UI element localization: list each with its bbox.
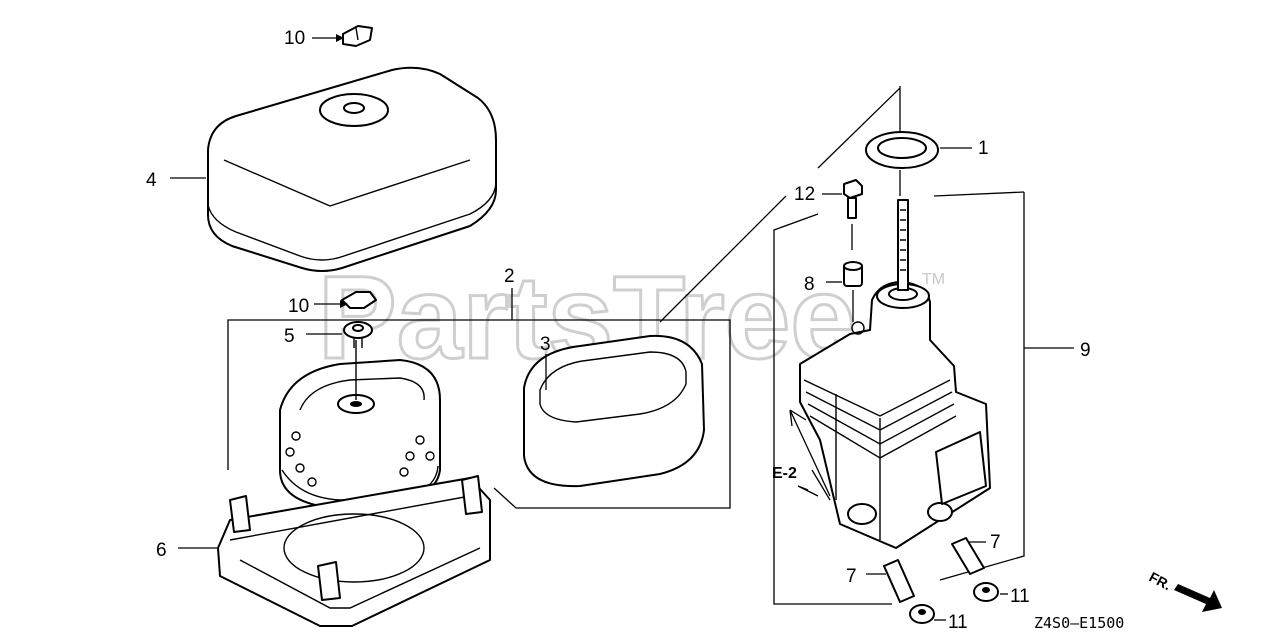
direction-label: FR.	[1147, 569, 1174, 594]
wing-nut-part	[343, 321, 373, 348]
air-cleaner-case	[217, 475, 491, 627]
callout-3: 3	[540, 334, 551, 355]
collar-part	[843, 261, 863, 322]
clip-part-middle	[341, 291, 377, 309]
callout-12: 12	[794, 184, 815, 205]
callout-2: 2	[504, 266, 515, 287]
bolt-part	[843, 179, 863, 250]
pipe-part-lower	[883, 559, 915, 603]
clamp-part-lower	[909, 604, 935, 624]
watermark-trademark: TM	[922, 271, 945, 288]
reference-label: E-2	[772, 465, 797, 482]
element-bracket-2	[227, 319, 731, 509]
callout-4: 4	[146, 170, 157, 191]
clamp-part-right	[973, 582, 999, 602]
clip-part-top	[342, 25, 373, 47]
callout-10-top: 10	[284, 28, 305, 49]
callout-9: 9	[1080, 340, 1091, 361]
direction-arrow-icon	[1174, 584, 1222, 612]
callout-7-lower: 7	[846, 566, 857, 587]
air-filter-element	[279, 340, 441, 507]
foam-element	[523, 334, 705, 488]
callout-5: 5	[284, 326, 295, 347]
diagram-code: Z4S0—E1500	[1034, 614, 1124, 632]
callout-11-lower: 11	[948, 612, 968, 633]
callout-10-middle: 10	[288, 296, 309, 317]
pipe-part-right	[951, 537, 985, 575]
air-cleaner-cover	[207, 66, 497, 272]
callout-11-right: 11	[1010, 586, 1030, 607]
gasket-ring	[865, 86, 939, 196]
callout-7-right: 7	[990, 532, 1001, 553]
callout-1: 1	[978, 138, 989, 159]
callout-6: 6	[156, 540, 167, 561]
callout-8: 8	[804, 274, 815, 295]
elbow-duct	[799, 199, 991, 549]
